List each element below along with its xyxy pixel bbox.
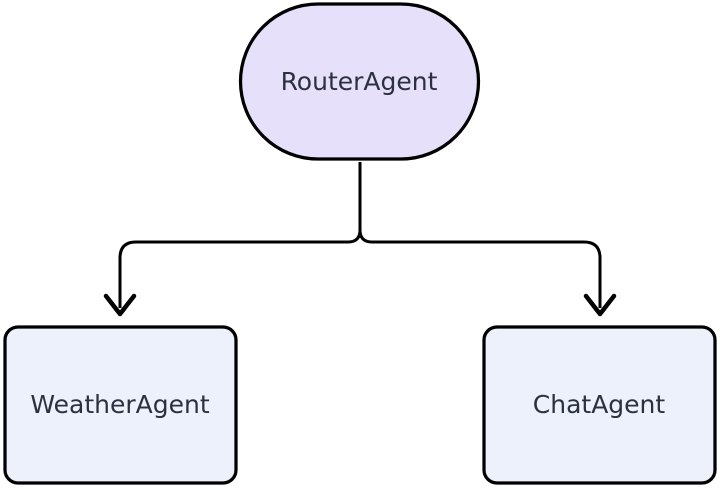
edge-router-to-weather: [118, 162, 362, 308]
chat-agent-label: ChatAgent: [533, 390, 666, 419]
arrowhead-down-icon: [583, 293, 617, 317]
edge-router-to-chat: [358, 162, 602, 308]
router-agent-label: RouterAgent: [281, 67, 438, 96]
chat-agent-shape: [482, 325, 717, 485]
node-weather-agent: WeatherAgent: [3, 325, 238, 485]
node-chat-agent: ChatAgent: [482, 325, 717, 485]
weather-agent-shape: [3, 325, 238, 485]
node-router-agent: RouterAgent: [238, 2, 481, 161]
arrowhead-down-icon: [103, 293, 137, 317]
weather-agent-label: WeatherAgent: [30, 390, 209, 419]
router-agent-shape: [238, 2, 481, 161]
